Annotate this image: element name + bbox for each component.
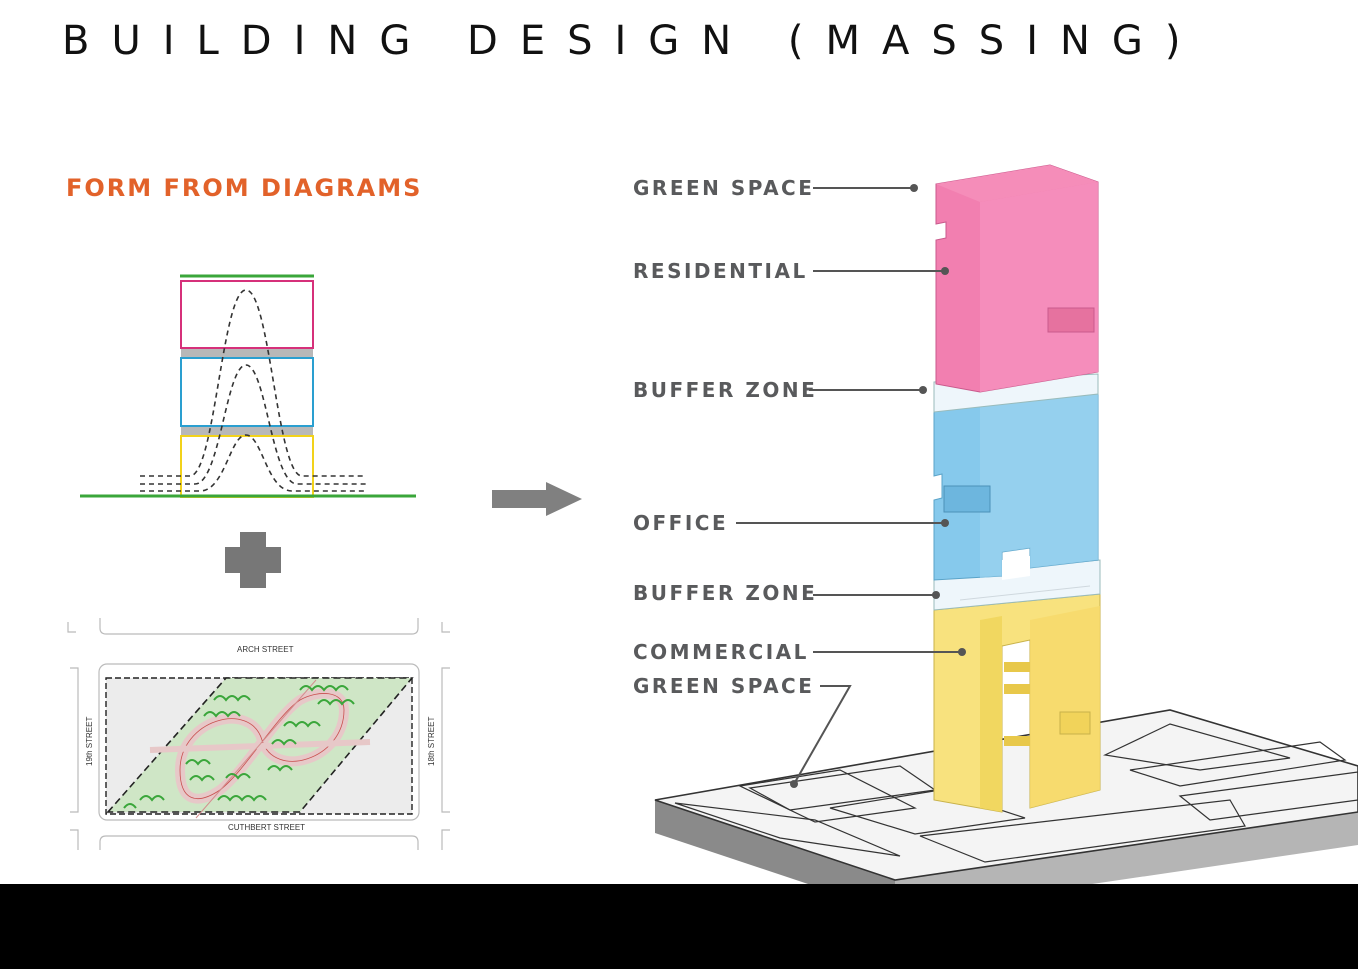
site-plan: ARCH STREET CUTHBERT STREET 19th STREET … <box>67 618 450 850</box>
label-residential: RESIDENTIAL <box>633 259 808 283</box>
residential-volume <box>935 164 1099 393</box>
footer-band <box>0 884 1358 969</box>
street-label-north: ARCH STREET <box>237 645 294 654</box>
massing-tower <box>933 164 1101 813</box>
leader-lines <box>736 184 966 788</box>
page-title: BUILDING DESIGN (MASSING) <box>62 18 1203 64</box>
arrow-right-icon <box>492 482 582 516</box>
label-buffer-zone-lower: BUFFER ZONE <box>633 581 818 605</box>
street-label-west: 19th STREET <box>85 717 94 766</box>
label-office: OFFICE <box>633 511 729 535</box>
plus-icon <box>225 532 281 588</box>
label-commercial: COMMERCIAL <box>633 640 809 664</box>
street-label-east: 18th STREET <box>427 717 436 766</box>
program-diagram <box>80 274 416 498</box>
office-volume <box>933 391 1099 581</box>
commercial-volume <box>933 593 1101 813</box>
street-label-south: CUTHBERT STREET <box>228 823 305 832</box>
label-buffer-zone-upper: BUFFER ZONE <box>633 378 818 402</box>
label-green-space-ground: GREEN SPACE <box>633 674 815 698</box>
section-subtitle: FORM FROM DIAGRAMS <box>66 174 423 202</box>
label-green-space-top: GREEN SPACE <box>633 176 815 200</box>
